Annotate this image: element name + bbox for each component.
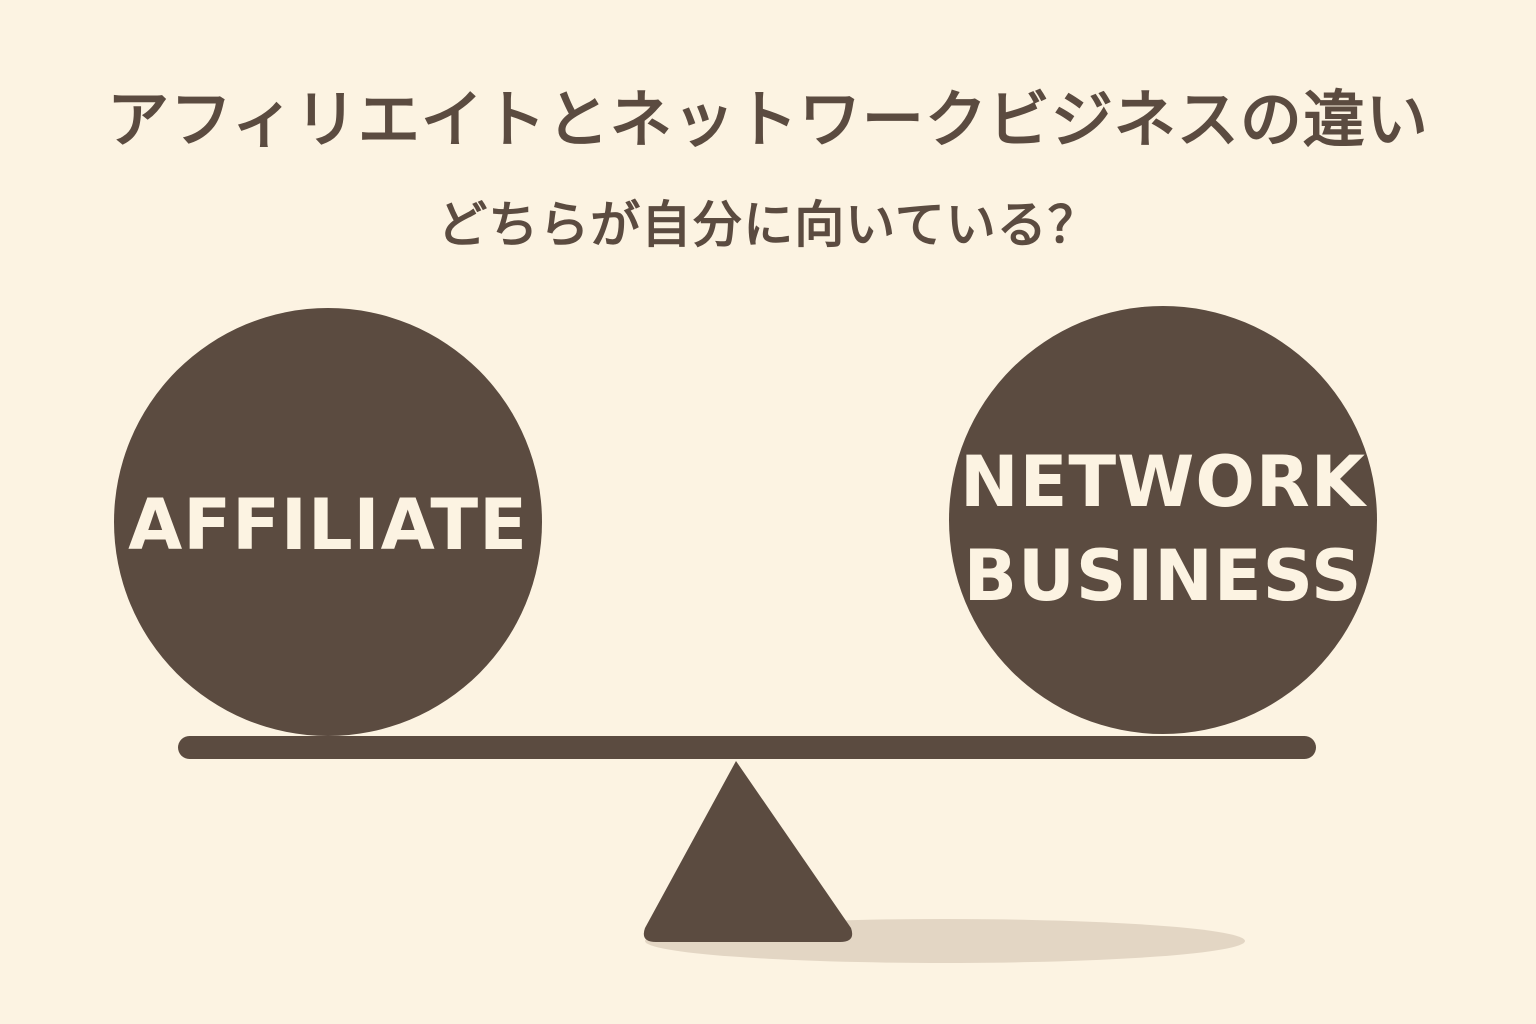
page-subtitle: どちらが自分に向いている？ bbox=[437, 196, 1099, 254]
right-ball bbox=[949, 306, 1377, 734]
affiliate-label: AFFILIATE bbox=[128, 484, 528, 566]
fulcrum-triangle bbox=[643, 761, 853, 942]
seesaw-beam bbox=[178, 736, 1316, 759]
page-title: アフィリエイトとネットワークビジネスの違い bbox=[107, 83, 1429, 156]
business-label: BUSINESS bbox=[964, 535, 1363, 617]
left-ball bbox=[114, 308, 542, 736]
affiliate-weight: AFFILIATE bbox=[114, 308, 542, 736]
network-label: NETWORK bbox=[960, 441, 1368, 523]
network-business-weight: NETWORK BUSINESS bbox=[949, 306, 1377, 734]
